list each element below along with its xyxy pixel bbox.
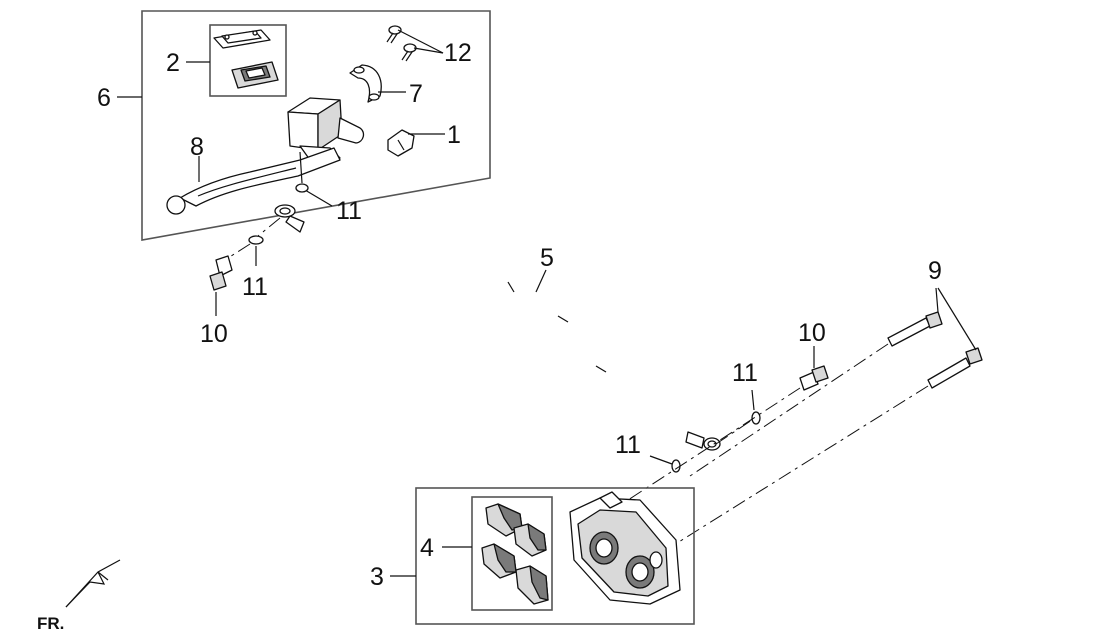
leader-hose-to-washer-left <box>257 217 281 237</box>
leader-12a <box>397 29 444 54</box>
caliper-group-frame <box>415 487 695 625</box>
center-line-bolt-9-lower <box>649 385 929 561</box>
leader-washer-to-bolt-left <box>227 243 251 259</box>
callout-5: 5 <box>540 244 554 272</box>
brake-lever <box>166 147 341 215</box>
reservoir-cap <box>213 29 271 49</box>
callout-10-right: 10 <box>798 319 826 347</box>
front-direction-arrow-icon <box>65 559 121 608</box>
sealing-washer-right-lower <box>671 459 681 473</box>
brake-caliper <box>569 491 681 605</box>
caliper-mounting-bolt-upper <box>887 311 943 347</box>
callout-4: 4 <box>420 534 434 562</box>
callout-1: 1 <box>447 121 461 149</box>
banjo-bolt-left <box>209 255 233 291</box>
master-cylinder-body <box>287 97 365 161</box>
brake-pads <box>481 503 549 605</box>
leader-11d <box>649 455 673 465</box>
callout-6: 6 <box>97 84 111 112</box>
sealing-washer-left <box>248 235 264 245</box>
leader-cyl-to-washer <box>299 151 303 184</box>
callout-10-left: 10 <box>200 320 228 348</box>
handlebar-clamp <box>349 64 382 103</box>
leader-11a <box>304 189 333 207</box>
sealing-washer-right-upper <box>751 411 761 425</box>
brake-hose <box>274 204 721 451</box>
brake-pad-box <box>471 496 553 611</box>
callout-11-left: 11 <box>242 273 268 301</box>
leader-12b <box>413 47 444 54</box>
callout-9: 9 <box>928 257 942 285</box>
center-line-bolt-9-upper <box>689 343 889 477</box>
caliper-mounting-bolt-lower <box>927 347 983 389</box>
leader-9b <box>937 287 977 351</box>
front-direction-label: FR. <box>37 614 64 633</box>
callout-3: 3 <box>370 563 384 591</box>
brake-light-switch <box>387 129 415 157</box>
leader-9a <box>935 287 939 313</box>
cap-screw-2 <box>401 43 417 62</box>
callout-11-lower: 11 <box>615 431 641 459</box>
callout-12: 12 <box>444 39 472 67</box>
master-cylinder-group-frame <box>141 10 491 241</box>
leader-11c <box>751 389 755 411</box>
sealing-washer-upper <box>295 183 309 193</box>
cap-screw-1 <box>386 25 402 44</box>
reservoir-cap-box <box>209 24 287 97</box>
callout-11-right: 11 <box>732 359 758 387</box>
reservoir-diaphragm <box>231 61 279 89</box>
center-line-bolt <box>627 387 801 501</box>
banjo-bolt-right <box>799 365 829 391</box>
callout-7: 7 <box>409 80 423 108</box>
leader-5 <box>535 269 547 293</box>
callout-2: 2 <box>166 49 180 77</box>
callout-11-upper: 11 <box>336 197 362 225</box>
callout-8: 8 <box>190 133 204 161</box>
center-line-washer <box>715 419 753 445</box>
